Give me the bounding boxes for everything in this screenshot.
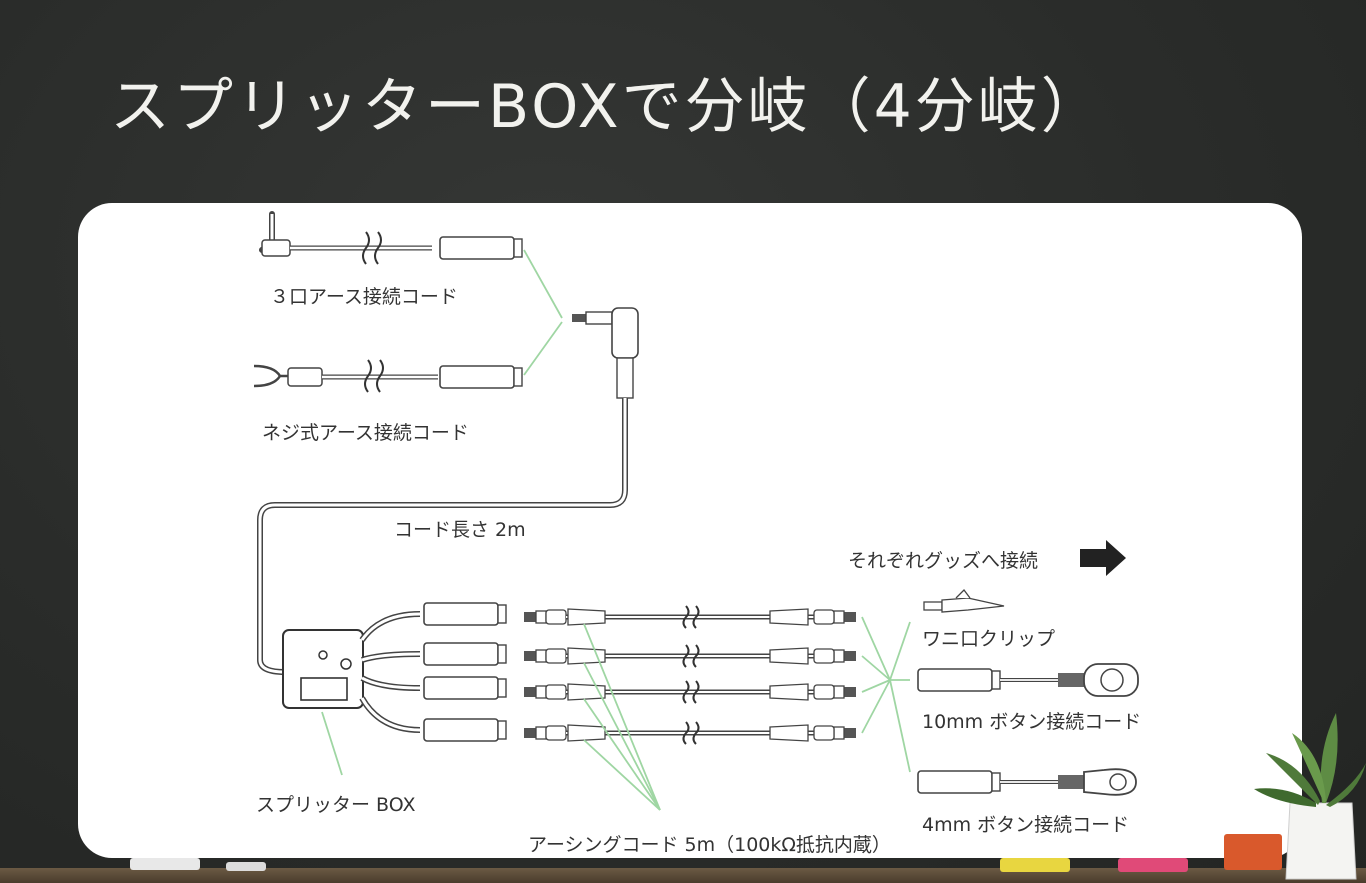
yellow-chalk	[1000, 858, 1070, 872]
guide-lines-bottom	[321, 616, 911, 811]
label-splitter-box: スプリッター BOX	[256, 794, 416, 816]
diagram-panel	[78, 203, 1302, 858]
label-earthing-cord: アーシングコード 5m（100kΩ抵抗内蔵）	[528, 834, 891, 856]
splitter-branches	[359, 602, 507, 742]
guide-lines-top	[523, 249, 563, 376]
label-button-4mm: 4mm ボタン接続コード	[922, 814, 1130, 836]
label-button-10mm: 10mm ボタン接続コード	[922, 711, 1142, 733]
right-arrow-icon	[1080, 540, 1126, 576]
label-connect-goods: それぞれグッズへ接続	[848, 550, 1039, 572]
alligator-clip-icon	[923, 589, 1005, 613]
three-port-earth-cord	[259, 211, 523, 265]
earthing-cords	[523, 605, 857, 745]
label-three-port-cord: ３口アース接続コード	[270, 286, 458, 308]
splitter-box	[282, 629, 364, 709]
chalk-piece	[130, 858, 200, 870]
button-4mm-cord	[917, 768, 1137, 796]
label-cord-length: コード長さ 2m	[394, 519, 526, 541]
screw-earth-cord	[253, 359, 523, 393]
chalk-piece-small	[226, 862, 266, 871]
label-alligator-clip: ワニ口クリップ	[922, 628, 1056, 650]
page-title: スプリッターBOXで分岐（4分岐）	[110, 72, 1104, 142]
orange-box	[1224, 834, 1282, 870]
pink-chalk	[1118, 858, 1188, 872]
l-plug-main-cord	[257, 307, 639, 675]
label-screw-cord: ネジ式アース接続コード	[262, 422, 469, 444]
button-10mm-cord	[917, 663, 1139, 697]
potted-plant-icon	[1254, 713, 1366, 880]
